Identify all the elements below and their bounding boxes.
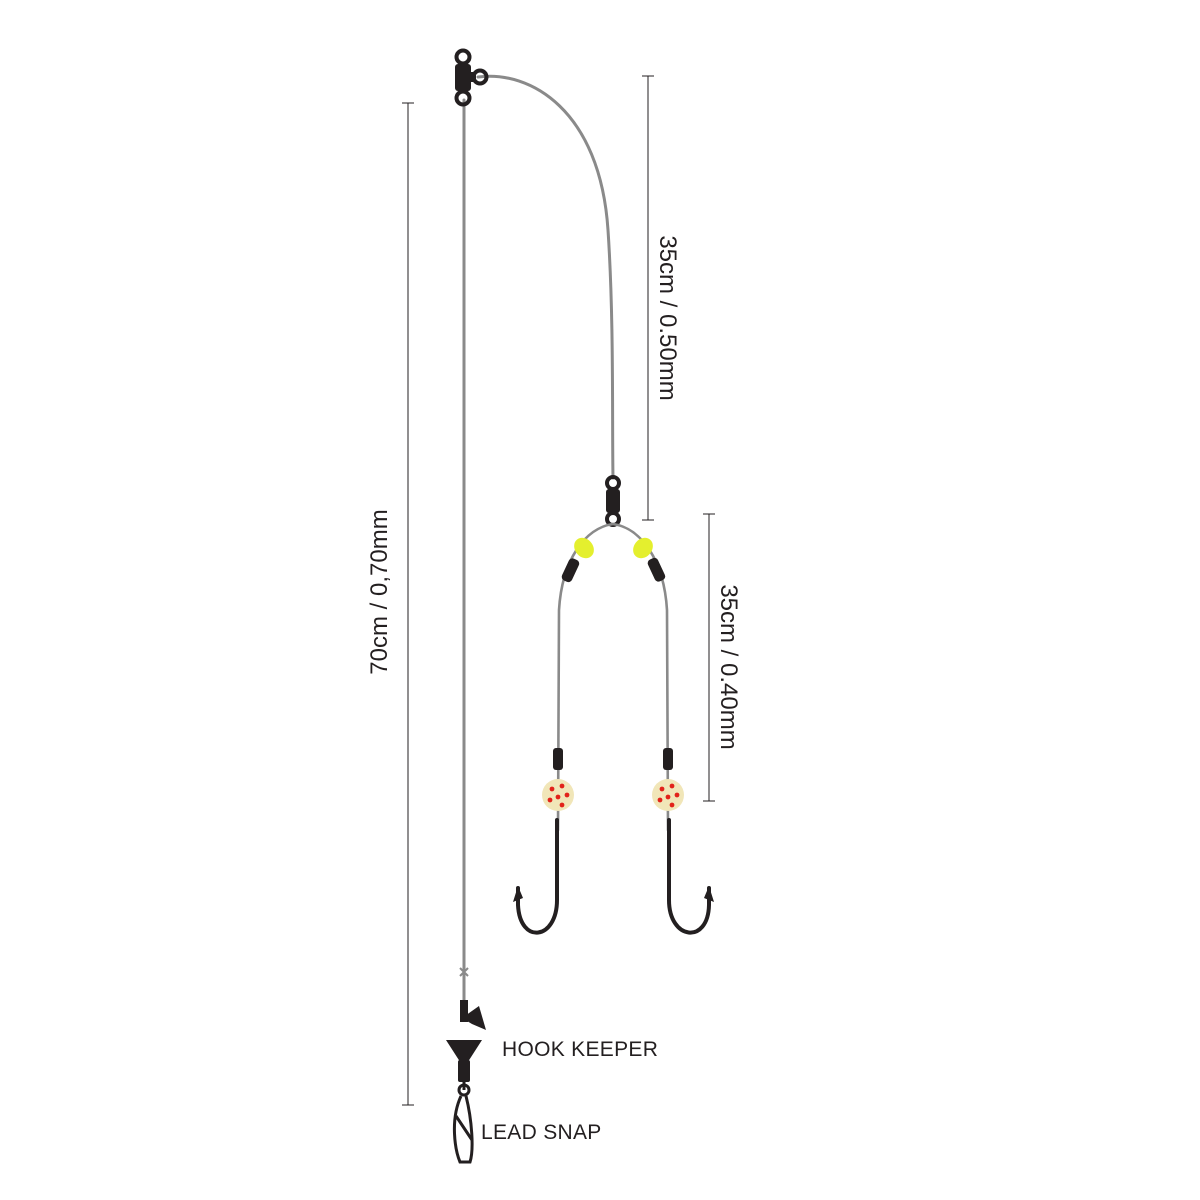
right-crimp-sleeve bbox=[663, 748, 673, 770]
upper-snood-length-label: 35cm / 0.50mm bbox=[654, 235, 681, 400]
dimension-main-line bbox=[402, 102, 414, 1106]
barrel-swivel-icon bbox=[605, 475, 621, 527]
right-hook-icon bbox=[667, 818, 714, 935]
dimension-upper-snood bbox=[642, 75, 654, 521]
left-lumi-bead bbox=[542, 779, 574, 811]
upper-snood-line bbox=[476, 74, 615, 480]
left-snood-line bbox=[556, 522, 615, 832]
left-crimp-sleeve bbox=[553, 748, 563, 770]
left-hook-icon bbox=[513, 818, 559, 935]
right-snood-line bbox=[611, 522, 670, 832]
dimension-lower-snoods bbox=[703, 513, 715, 802]
lower-snoods-length-label: 35cm / 0.40mm bbox=[715, 584, 742, 749]
crimp-mark bbox=[459, 967, 469, 977]
lead-snap-icon bbox=[452, 1082, 474, 1164]
hook-keeper-label: HOOK KEEPER bbox=[502, 1038, 658, 1061]
right-attractor-bead bbox=[633, 537, 653, 559]
hook-keeper-icon bbox=[446, 1000, 486, 1082]
right-stop-sleeve bbox=[647, 557, 666, 582]
three-way-swivel-icon bbox=[454, 48, 489, 107]
left-stop-sleeve bbox=[561, 558, 580, 583]
right-lumi-bead bbox=[652, 779, 684, 811]
main-line-length-label: 70cm / 0,70mm bbox=[366, 509, 393, 674]
left-attractor-bead bbox=[574, 537, 594, 559]
lead-snap-label: LEAD SNAP bbox=[481, 1121, 602, 1144]
